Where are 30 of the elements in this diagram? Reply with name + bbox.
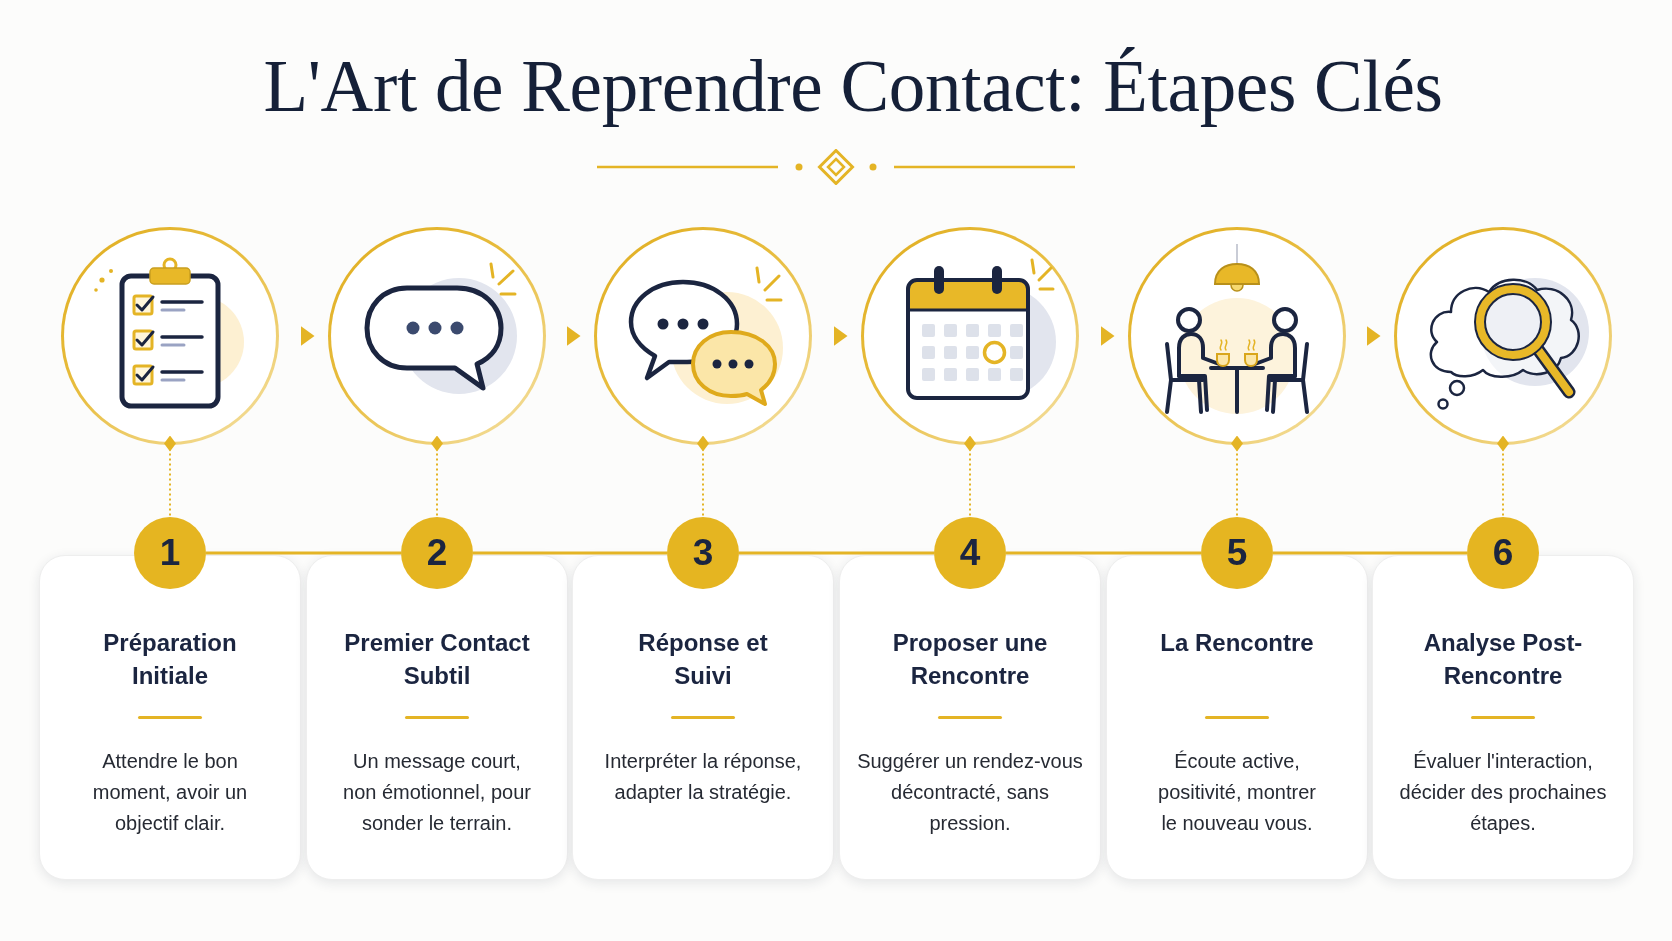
- dotted-connector: [1231, 435, 1243, 518]
- step-description: Un message court, non émotionnel, pour sonder le terrain.: [342, 749, 532, 836]
- step-number: 6: [1492, 533, 1514, 573]
- dotted-connector: [164, 435, 176, 518]
- timeline-line: [206, 551, 401, 555]
- step-description: Interpréter la réponse, adapter la stratégie.: [603, 749, 803, 805]
- step-title: La Rencontre: [1159, 628, 1315, 658]
- step-description: Évaluer l'interaction, décider des prochaines étapes.: [1398, 749, 1608, 836]
- title: L'Art de Reprendre Contact: Étapes Clés: [263, 45, 1443, 129]
- step-title: Proposer une Rencontre: [891, 628, 1049, 691]
- dotted-connector: [431, 435, 443, 518]
- step-title: Premier Contact Subtil: [343, 628, 531, 691]
- timeline-line: [1006, 551, 1201, 555]
- step-number: 2: [426, 533, 448, 573]
- step-number: 5: [1226, 533, 1248, 573]
- step-number: 3: [692, 533, 714, 573]
- step-title: Analyse Post-Rencontre: [1422, 628, 1584, 691]
- dotted-connector: [1497, 435, 1509, 518]
- step-number: 1: [159, 533, 181, 573]
- step-title: Préparation Initiale: [102, 628, 238, 691]
- step-description: Suggérer un rendez-vous décontracté, sans pression.: [856, 749, 1084, 836]
- step-title: Réponse et Suivi: [637, 628, 769, 691]
- step-number: 4: [959, 533, 981, 573]
- dotted-connector: [697, 435, 709, 518]
- step-description: Attendre le bon moment, avoir un objectif clair.: [91, 749, 249, 836]
- timeline-line: [739, 551, 934, 555]
- step-description: Écoute active, positivité, montrer le nouveau vous.: [1157, 749, 1317, 836]
- timeline-line: [473, 551, 667, 555]
- timeline-line: [1273, 551, 1467, 555]
- dotted-connector: [964, 435, 976, 518]
